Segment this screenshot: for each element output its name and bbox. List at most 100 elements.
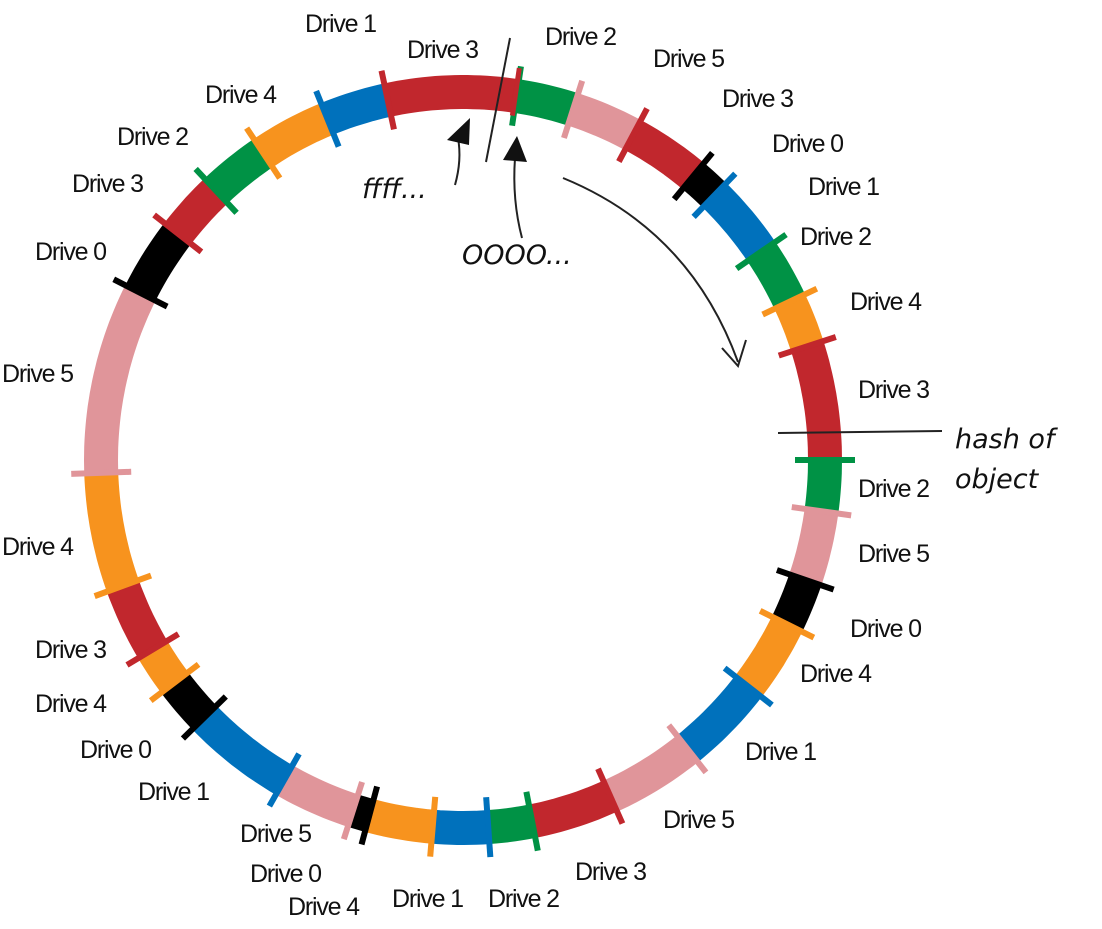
drive-label: Drive 2 <box>800 223 871 251</box>
segment-boundary-tick <box>791 504 852 519</box>
drive-label: Drive 5 <box>653 45 724 73</box>
ring-segment-drive-1 <box>320 83 392 135</box>
ring-origin-line <box>485 37 511 163</box>
drive-label: Drive 5 <box>663 806 734 834</box>
drive-label: Drive 4 <box>2 533 74 561</box>
segment-boundary-tick <box>595 767 626 825</box>
drive-label: Drive 3 <box>575 858 646 886</box>
segment-boundary-tick <box>671 150 715 202</box>
segment-boundary-tick <box>666 723 709 775</box>
ring-segment-drive-2 <box>747 242 806 309</box>
ring-segment-drive-4 <box>253 103 334 168</box>
ring-segment-drive-3 <box>164 178 228 245</box>
segment-boundary-tick <box>483 796 494 858</box>
drive-label: Drive 1 <box>392 885 463 913</box>
drive-label: Drive 2 <box>117 123 188 151</box>
drive-label: Drive 4 <box>205 81 277 109</box>
drive-label: Drive 0 <box>850 615 921 643</box>
drive-label: Drive 2 <box>488 885 559 913</box>
ring-segment-drive-5 <box>567 93 641 151</box>
drive-label: Drive 4 <box>35 690 107 718</box>
ring-segment-drive-1 <box>192 705 293 795</box>
drive-label: Drive 2 <box>858 475 929 503</box>
ring-segment-drive-3 <box>384 75 519 117</box>
ring-segment-drive-5 <box>275 765 359 827</box>
drive-label: Drive 3 <box>722 85 793 113</box>
segment-boundary-tick <box>722 665 774 708</box>
segment-boundary-tick <box>734 232 788 272</box>
drive-label: Drive 1 <box>745 738 816 766</box>
segment-boundary-tick <box>93 572 153 599</box>
segment-boundary-tick <box>378 70 397 131</box>
clockwise-direction-arrow <box>562 177 739 363</box>
segment-boundary-tick <box>148 661 201 704</box>
ring-segment-drive-3 <box>791 341 842 461</box>
hash-of-object-label-line1: hash of <box>955 424 1058 455</box>
oooo-pointer-line <box>513 157 523 239</box>
drive-label: Drive 3 <box>858 376 929 404</box>
ring-segment-drive-1 <box>676 676 762 762</box>
ring-segment-drive-2 <box>204 139 273 204</box>
segment-boundary-tick <box>244 126 283 180</box>
drive-label: Drive 4 <box>288 893 360 921</box>
drive-label: Drive 0 <box>80 736 151 764</box>
ring-segment-drive-3 <box>106 580 168 659</box>
ring-segment-drive-1 <box>431 809 490 845</box>
ring-segment-drive-2 <box>513 79 579 126</box>
segment-boundary-tick <box>193 166 239 215</box>
oooo-label: OOOO... <box>462 240 572 271</box>
ring-segment-drive-0 <box>161 672 217 730</box>
ring-segment-drive-3 <box>624 120 704 190</box>
ring-boundary-ticks <box>71 65 855 858</box>
ring-segment-drive-4 <box>364 799 435 844</box>
ring-segment-drive-5 <box>83 285 156 474</box>
segment-boundary-tick <box>266 752 302 808</box>
segment-boundary-tick <box>758 608 816 641</box>
drive-label: Drive 5 <box>2 360 73 388</box>
ring-segment-drive-0 <box>682 163 727 208</box>
ffff-pointer-line <box>454 137 461 186</box>
drive-label: Drive 5 <box>240 820 311 848</box>
ring-segment-drive-3 <box>528 780 617 838</box>
origin-tick <box>509 67 522 117</box>
drive-label: Drive 3 <box>72 170 143 198</box>
ring-segment-drive-5 <box>602 735 698 812</box>
drive-label: Drive 0 <box>250 860 321 888</box>
ring-segment-drive-1 <box>702 183 776 262</box>
drive-label: Drive 3 <box>35 636 106 664</box>
ring-segment-drive-4 <box>734 616 803 697</box>
segment-boundary-tick <box>180 694 228 741</box>
drive-labels: Drive 1 Drive 3 Drive 2 Drive 5 Drive 4 Drive… <box>2 10 930 921</box>
ring-segment-drive-4 <box>774 294 824 352</box>
drive-label: Drive 5 <box>858 540 929 568</box>
segment-boundary-tick <box>427 796 439 857</box>
segment-boundary-tick <box>775 567 835 593</box>
segment-boundary-tick <box>340 781 365 841</box>
drive-label: Drive 4 <box>850 288 922 316</box>
ring-segment-drive-4 <box>138 640 189 693</box>
segment-boundary-tick <box>112 276 169 310</box>
clockwise-arrowhead-icon <box>721 339 747 368</box>
oooo-arrowhead-icon <box>503 136 527 162</box>
hash-ring <box>83 75 842 845</box>
drive-label: Drive 1 <box>808 173 879 201</box>
segment-boundary-tick <box>313 89 342 148</box>
ring-segment-drive-2 <box>486 804 536 845</box>
segment-boundary-tick <box>152 212 204 255</box>
drive-label: Drive 1 <box>305 10 376 38</box>
segment-boundary-tick <box>777 334 837 359</box>
hash-of-object-line <box>777 430 943 434</box>
segment-boundary-tick <box>358 785 380 846</box>
ring-segment-drive-2 <box>804 459 842 514</box>
drive-label: Drive 1 <box>138 778 209 806</box>
ring-segment-drive-0 <box>125 223 192 301</box>
ring-segment-drive-0 <box>771 574 822 632</box>
drive-label: Drive 0 <box>772 130 843 158</box>
segment-boundary-tick <box>691 171 738 219</box>
segment-boundary-tick <box>761 285 819 318</box>
segment-boundary-tick <box>71 468 132 477</box>
ffff-arrowhead-icon <box>447 118 470 145</box>
segment-boundary-tick <box>125 631 180 668</box>
segment-boundary-tick <box>523 791 541 852</box>
